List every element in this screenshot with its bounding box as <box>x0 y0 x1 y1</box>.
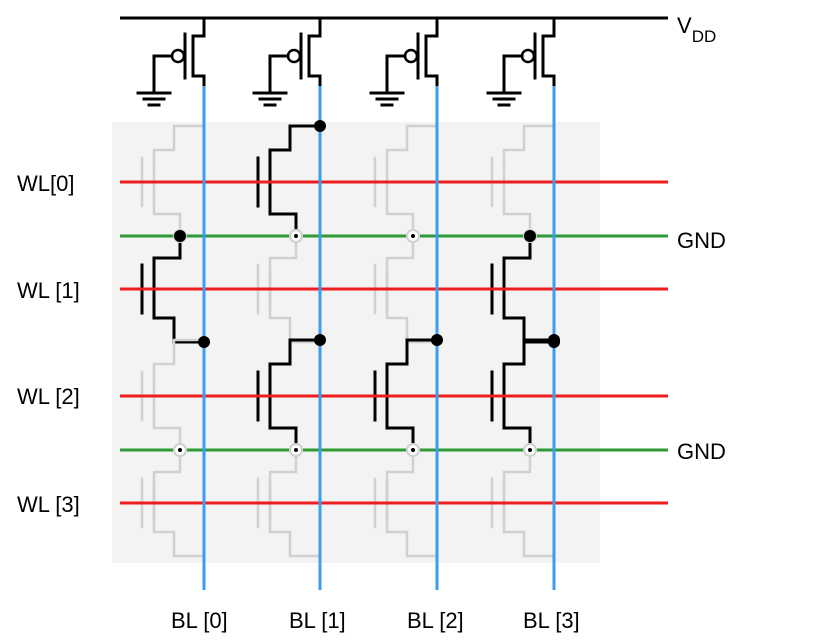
ground-contact-r1c2-center <box>411 234 415 238</box>
cell-source-r0c0 <box>152 198 182 238</box>
ground-label-1: GND <box>677 439 726 464</box>
bitline-contact-r2c1 <box>314 334 326 346</box>
wordline-label-2: WL [2] <box>17 384 80 409</box>
ground-contact-r3c3-center <box>528 448 532 452</box>
cell-source-r0c3 <box>502 198 532 238</box>
ground-contact-r1c1-center <box>294 234 298 238</box>
cell-source-r2c2 <box>385 412 415 452</box>
wordline-label-3: WL [3] <box>17 492 80 517</box>
pullup-pmos-2 <box>369 16 439 107</box>
cell-source-r2c0 <box>152 412 182 452</box>
pullup-pmos-1 <box>252 16 322 107</box>
cell-drain-r0c3 <box>502 124 556 166</box>
bitline-contact-r2c3 <box>548 334 560 346</box>
cell-drain-r0c2 <box>385 124 439 166</box>
pullup-bubble-0 <box>170 48 186 64</box>
cell-drain-r2c2 <box>385 338 439 380</box>
cell-drain-r2c1 <box>268 338 322 380</box>
cell-source-r0c1 <box>268 198 298 238</box>
cell-source-r2c3 <box>502 412 532 452</box>
array-lines <box>120 86 668 590</box>
pullup-channel-2 <box>424 16 439 88</box>
cell-drain-r2c0 <box>152 338 206 380</box>
vdd-label: VDD <box>677 13 716 46</box>
cell-source-r3c1 <box>268 448 298 523</box>
pullup-bubble-3 <box>520 48 536 64</box>
bitline-label-1: BL [1] <box>289 608 346 633</box>
cell-drain-r0c1 <box>268 124 322 166</box>
connection-dots <box>173 120 560 457</box>
wordline-label-0: WL[0] <box>17 171 74 196</box>
cell-source-r3c0 <box>152 448 182 523</box>
cell-source-r1c1 <box>268 234 298 309</box>
ground-contact-r1c3 <box>524 230 536 242</box>
bitline-contact-r0c1 <box>314 120 326 132</box>
ground-contact-r1c0 <box>174 230 186 242</box>
cell-source-r1c0 <box>152 234 182 309</box>
bitline-label-2: BL [2] <box>407 608 464 633</box>
cell-drain-r0c0 <box>152 124 206 166</box>
pullup-transistors <box>136 16 556 107</box>
bitline-contact-r1c0 <box>198 336 210 348</box>
bitline-label-3: BL [3] <box>523 608 580 633</box>
pullup-pmos-3 <box>486 16 556 107</box>
ground-contact-r3c1-center <box>294 448 298 452</box>
ground-label-0: GND <box>677 228 726 253</box>
pullup-channel-0 <box>191 16 206 88</box>
cell-source-r3c2 <box>385 448 415 523</box>
ground-contact-r3c0-center <box>178 448 182 452</box>
cell-drain-r2c3 <box>502 338 556 380</box>
pullup-bubble-2 <box>403 48 419 64</box>
pullup-pmos-0 <box>136 16 206 107</box>
pullup-channel-1 <box>307 16 322 88</box>
pullup-channel-3 <box>541 16 556 88</box>
cell-source-r0c2 <box>385 198 415 238</box>
cell-source-r3c3 <box>502 448 532 523</box>
wordline-label-1: WL [1] <box>17 278 80 303</box>
pullup-bubble-1 <box>286 48 302 64</box>
bitline-contact-r2c2 <box>431 334 443 346</box>
ground-contact-r3c2-center <box>411 448 415 452</box>
cell-source-r2c1 <box>268 412 298 452</box>
cell-source-r1c3 <box>502 234 532 309</box>
bitline-label-0: BL [0] <box>171 608 228 633</box>
cell-source-r1c2 <box>385 234 415 309</box>
